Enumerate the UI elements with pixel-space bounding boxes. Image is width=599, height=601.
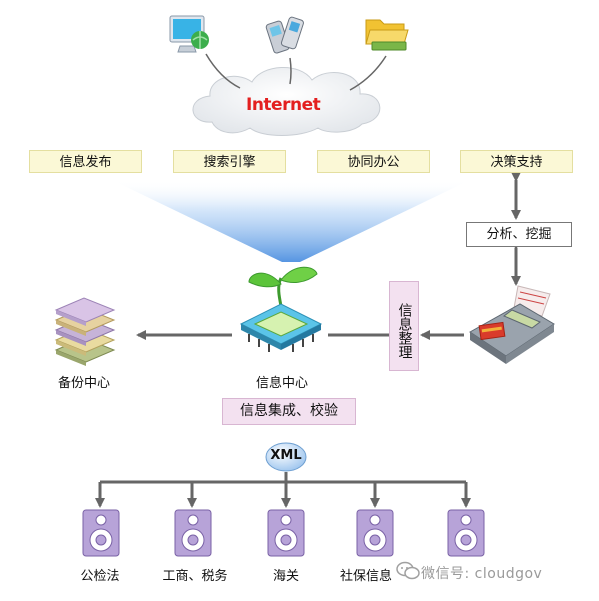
backup-center-label: 备份中心 (57, 376, 110, 391)
chip-plant-icon (239, 266, 323, 352)
info-organize-box: 信息整理 (389, 281, 419, 371)
xml-bubble (265, 442, 307, 472)
analysis-mining-box: 分析、挖掘 (466, 222, 572, 247)
speaker-icon (267, 509, 305, 557)
speaker-icon (174, 509, 212, 557)
monitor-globe-icon (169, 15, 209, 53)
internet-label: Internet (246, 95, 321, 115)
xml-label: XML (270, 448, 302, 463)
search-engine-box: 搜索引擎 (173, 150, 286, 173)
wechat-icon (396, 561, 420, 580)
speaker-icon (82, 509, 120, 557)
info-center-label: 信息中心 (255, 376, 308, 391)
info-publish-box: 信息发布 (29, 150, 142, 173)
light-beam (112, 180, 470, 262)
stacked-files-icon (54, 297, 116, 366)
internet-cloud (192, 67, 381, 136)
speaker-icon (356, 509, 394, 557)
folder-disk-icon (365, 19, 409, 51)
speaker-icon (447, 509, 485, 557)
mobile-phones-icon (265, 16, 304, 54)
dept-label-law: 公检法 (80, 569, 120, 584)
integration-verify-box: 信息集成、校验 (222, 398, 356, 425)
dept-label-social: 社保信息 (340, 569, 393, 584)
watermark-text: 微信号: cloudgov (421, 566, 543, 582)
dept-label-customs: 海关 (272, 569, 299, 584)
decision-support-box: 决策支持 (460, 150, 573, 173)
collaboration-box: 协同办公 (317, 150, 430, 173)
dept-label-tax: 工商、税务 (162, 569, 228, 584)
calculator-card-icon (469, 285, 555, 364)
